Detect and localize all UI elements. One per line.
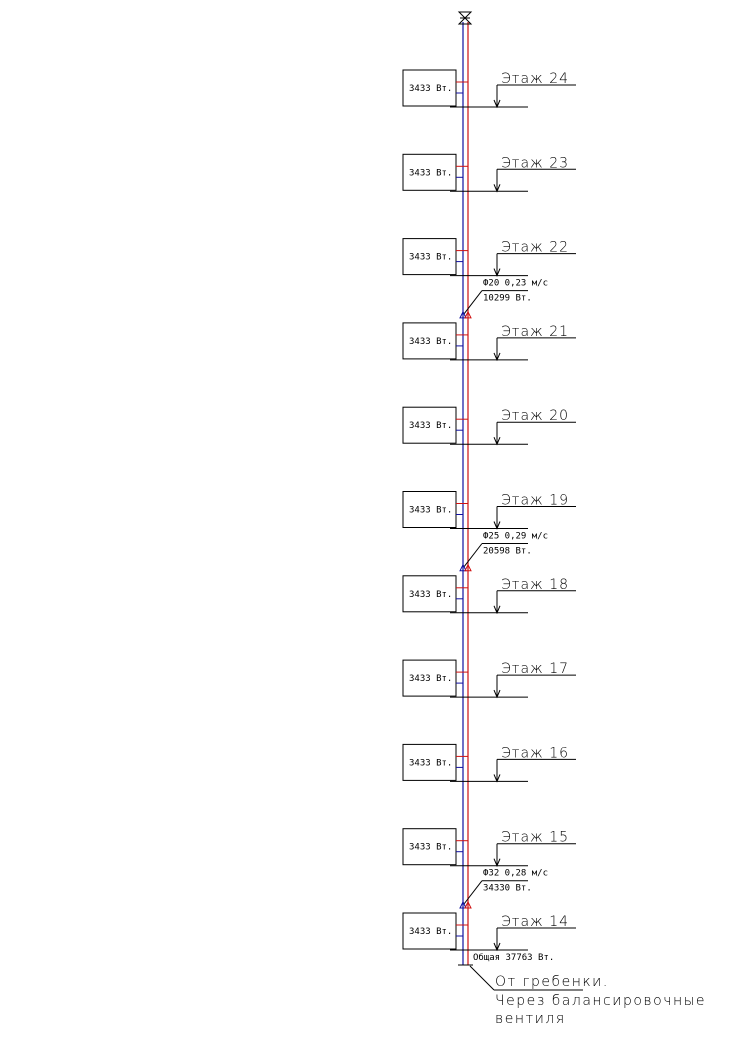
radiator-power: 3433 Вт. [409,590,452,600]
source-note-line-2: Через балансировочные [495,993,706,1009]
floor-label: Этаж 22 [501,240,569,256]
source-note: От гребенки. Через балансировочные венти… [469,965,706,1027]
total-load-label: Общая 37763 Вт. [473,952,554,963]
floor-label: Этаж 14 [501,914,569,930]
floor-label: Этаж 16 [501,745,569,761]
radiator [402,153,457,191]
floor-label: Этаж 24 [501,71,569,87]
floor-label: Этаж 17 [501,661,569,677]
radiator [402,828,457,866]
radiator-power: 3433 Вт. [409,758,452,768]
return-diameter-change-icon [459,900,467,909]
floor-24: 3433 Вт. Этаж 24 [402,69,576,109]
floor-18: 3433 Вт. Этаж 18 [402,575,576,615]
floor-marker-arrow-icon [493,774,501,783]
pipe-section-1: Ф25 0,29 м/с 20598 Вт. [459,532,548,572]
floor-17: 3433 Вт. Этаж 17 [402,659,576,699]
return-diameter-change-icon [459,310,467,319]
radiator-power: 3433 Вт. [409,506,452,516]
floor-marker-arrow-icon [493,437,501,446]
riser-pipes [457,11,473,966]
radiator [402,491,457,528]
floors: 3433 Вт. Этаж 24 3433 Вт. Этаж 23 3433 Вт. Эт… [402,69,576,952]
radiator [402,238,457,276]
annotation-leader [463,543,483,568]
floor-marker-arrow-icon [493,942,501,952]
pipe-size-velocity: Ф25 0,29 м/с [483,532,548,542]
radiator-power: 3433 Вт. [409,253,452,263]
pipe-section-0: Ф20 0,23 м/с 10299 Вт. [459,279,548,319]
radiator [402,912,457,950]
floor-marker-arrow-icon [493,268,501,277]
pipe-sections: Ф20 0,23 м/с 10299 Вт. Ф25 0,29 м/с 20598 В… [459,279,548,909]
radiator-power: 3433 Вт. [409,674,452,684]
floor-label: Этаж 21 [501,324,569,340]
annotation-leader [463,290,483,315]
pipe-size-velocity: Ф20 0,23 м/с [483,279,548,289]
floor-marker-arrow-icon [493,858,501,867]
section-load: 10299 Вт. [483,294,532,304]
radiator [402,575,457,613]
floor-20: 3433 Вт. Этаж 20 [402,406,576,446]
radiator-power: 3433 Вт. [409,421,452,431]
pipe-section-2: Ф32 0,28 м/с 34330 Вт. [459,869,548,909]
air-valve-icon [457,11,473,25]
floor-14: 3433 Вт. Этаж 14 [402,912,576,952]
floor-marker-arrow-icon [493,521,501,530]
floor-15: 3433 Вт. Этаж 15 [402,828,576,867]
source-note-line-1: От гребенки. [495,974,609,990]
floor-22: 3433 Вт. Этаж 22 [402,238,576,277]
radiator [402,69,457,107]
floor-label: Этаж 19 [501,493,569,509]
floor-label: Этаж 23 [501,155,569,171]
floor-label: Этаж 20 [501,408,569,424]
floor-23: 3433 Вт. Этаж 23 [402,153,576,193]
floor-19: 3433 Вт. Этаж 19 [402,491,576,530]
radiator-power: 3433 Вт. [409,84,452,94]
radiator [402,406,457,444]
radiator [402,743,457,781]
section-load: 20598 Вт. [483,547,532,557]
radiator-power: 3433 Вт. [409,927,452,937]
floor-label: Этаж 18 [501,577,569,593]
supply-diameter-change-icon [464,310,472,319]
floor-21: 3433 Вт. Этаж 21 [402,322,576,362]
source-note-line-3: вентиля [495,1011,566,1027]
pipe-size-velocity: Ф32 0,28 м/с [483,869,548,879]
return-diameter-change-icon [459,563,467,572]
radiator [402,659,457,697]
floor-marker-arrow-icon [493,184,501,193]
floor-label: Этаж 15 [501,830,569,846]
radiator-power: 3433 Вт. [409,337,452,347]
section-load: 34330 Вт. [483,884,532,894]
supply-diameter-change-icon [464,900,472,909]
annotation-leader [463,880,483,905]
floor-16: 3433 Вт. Этаж 16 [402,743,576,783]
radiator-power: 3433 Вт. [409,168,452,178]
floor-marker-arrow-icon [493,99,501,109]
supply-diameter-change-icon [464,563,472,572]
radiator-power: 3433 Вт. [409,843,452,853]
floor-marker-arrow-icon [493,352,501,362]
radiator [402,322,457,360]
floor-marker-arrow-icon [493,689,501,699]
floor-marker-arrow-icon [493,605,501,615]
